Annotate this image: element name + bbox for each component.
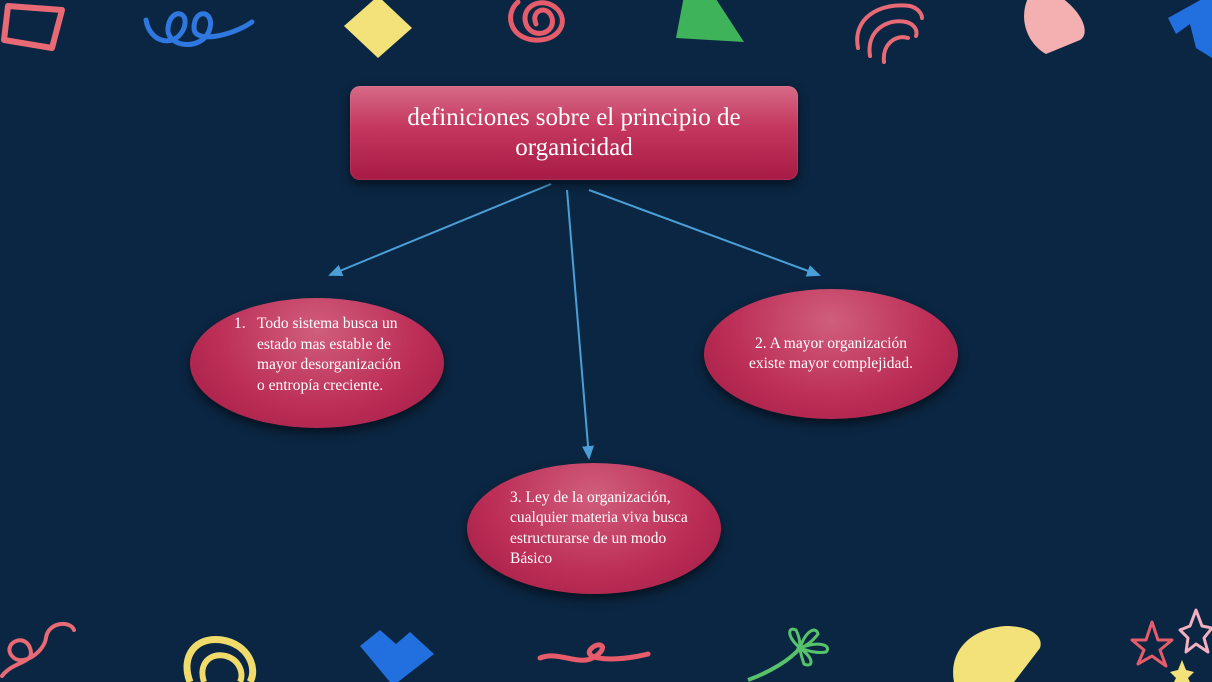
pink-square-doodle-icon [1,3,65,51]
pink-arc-doodle-icon [855,3,924,64]
red-squiggle-icon [537,642,651,663]
concept-node-1: 1. Todo sistema busca un estado mas esta… [190,298,444,428]
pink-semicircle-icon [1024,0,1085,54]
concept-node-3: 3. Ley de la organización, cualquier mat… [467,463,721,594]
yellow-diamond-icon [344,0,412,58]
red-scribble-icon [508,0,565,43]
blue-loop-doodle-icon [143,11,255,47]
pink-curl-doodle-icon [0,621,76,678]
green-flower-icon [747,627,829,682]
diagram-title-box: definiciones sobre el principio de organ… [350,86,798,180]
blue-chevron-icon [1168,0,1212,58]
concept-node-2: 2. A mayor organización existe mayor com… [704,289,958,419]
connector-to-node-2 [588,189,821,277]
green-triangle-icon [676,0,744,42]
yellow-semicircle-icon [953,626,1041,682]
node-1-text: Todo sistema busca un estado mas estable… [257,315,401,394]
node-1-number: 1. [234,315,246,332]
node-3-text: 3. Ley de la organización, cualquier mat… [510,488,688,568]
connector-to-node-3 [566,189,594,460]
diagram-title: definiciones sobre el principio de organ… [407,104,741,161]
connector-to-node-1 [328,183,552,276]
blue-heart-icon [360,630,434,682]
yellow-scribble-icon [183,636,257,682]
star-doodles-icon [1130,608,1212,682]
node-2-text: 2. A mayor organización existe mayor com… [749,334,913,373]
